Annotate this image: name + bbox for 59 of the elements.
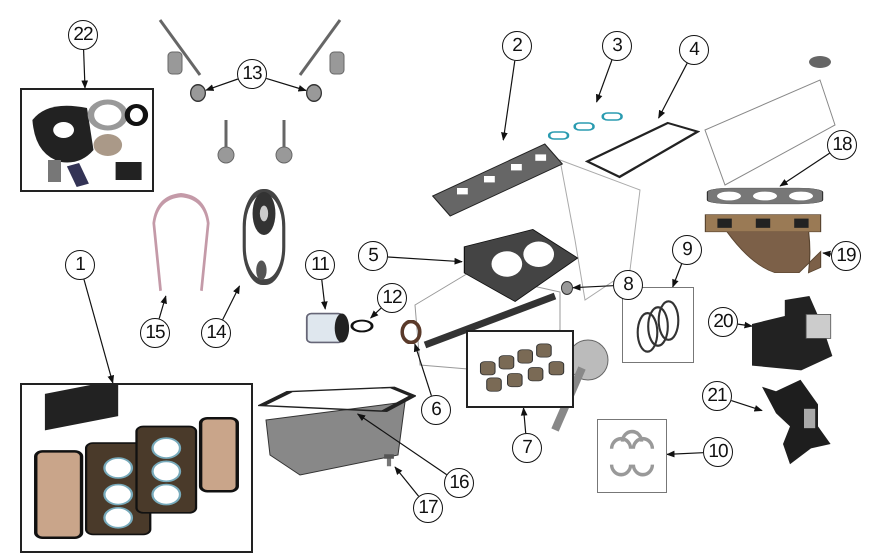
leader-line bbox=[779, 152, 830, 186]
leader-line bbox=[731, 400, 763, 412]
leader-line bbox=[596, 60, 612, 103]
leader-line bbox=[738, 322, 753, 328]
leader-line bbox=[666, 450, 704, 458]
callout-number: 14 bbox=[201, 318, 231, 348]
leader-line bbox=[83, 279, 114, 384]
valve-retainer-picture bbox=[190, 84, 206, 102]
leader-line bbox=[388, 256, 463, 265]
callout-number: 18 bbox=[827, 130, 857, 160]
leader-line bbox=[414, 343, 432, 396]
callout-number: 9 bbox=[672, 235, 702, 265]
oil-pump-kit-picture bbox=[20, 88, 154, 192]
callout-number: 19 bbox=[831, 241, 861, 271]
callout-number: 12 bbox=[377, 283, 407, 313]
callout-number: 3 bbox=[602, 31, 632, 61]
main-bearing-set-picture bbox=[466, 330, 574, 408]
leader-line bbox=[205, 78, 238, 91]
leader-line bbox=[672, 264, 682, 288]
leader-line bbox=[520, 407, 528, 434]
callout-number: 13 bbox=[237, 59, 267, 89]
callout-number: 7 bbox=[512, 433, 542, 463]
gasket-set-picture bbox=[20, 383, 253, 553]
head-gasket-picture bbox=[462, 228, 580, 303]
oil-pan-gasket-picture bbox=[258, 386, 416, 414]
leader-line bbox=[320, 280, 328, 310]
callout-number: 20 bbox=[708, 307, 738, 337]
leader-line bbox=[370, 308, 382, 319]
callout-number: 1 bbox=[65, 250, 95, 280]
callout-number: 17 bbox=[413, 493, 443, 523]
callout-number: 8 bbox=[613, 270, 643, 300]
callout-number: 10 bbox=[703, 437, 733, 467]
leader-line bbox=[266, 78, 307, 92]
engine-mount-picture bbox=[762, 378, 832, 466]
callout-number: 21 bbox=[702, 381, 732, 411]
leader-line bbox=[501, 60, 516, 141]
exhaust-gasket-picture bbox=[705, 186, 825, 206]
leader-line bbox=[658, 63, 688, 119]
valve-retainer-picture bbox=[306, 84, 322, 102]
callout-number: 6 bbox=[421, 395, 451, 425]
o-ring-picture bbox=[350, 318, 374, 334]
drain-plug-picture bbox=[382, 452, 396, 467]
leader-line bbox=[222, 285, 240, 320]
leader-line bbox=[356, 414, 447, 476]
callout-number: 4 bbox=[679, 35, 709, 65]
callout-number: 11 bbox=[305, 250, 335, 280]
callout-number: 15 bbox=[140, 318, 170, 348]
leader-line bbox=[572, 284, 614, 291]
rod-bearing-set-picture bbox=[597, 419, 667, 493]
leader-line bbox=[81, 50, 88, 89]
leader-line bbox=[158, 295, 167, 319]
front-seal-picture bbox=[400, 320, 422, 344]
callout-number: 2 bbox=[502, 31, 532, 61]
leader-line bbox=[394, 466, 420, 497]
callout-number: 16 bbox=[444, 468, 474, 498]
callout-number: 22 bbox=[68, 20, 98, 50]
leader-line bbox=[822, 250, 832, 258]
plug-picture bbox=[561, 281, 573, 295]
callout-number: 5 bbox=[358, 241, 388, 271]
